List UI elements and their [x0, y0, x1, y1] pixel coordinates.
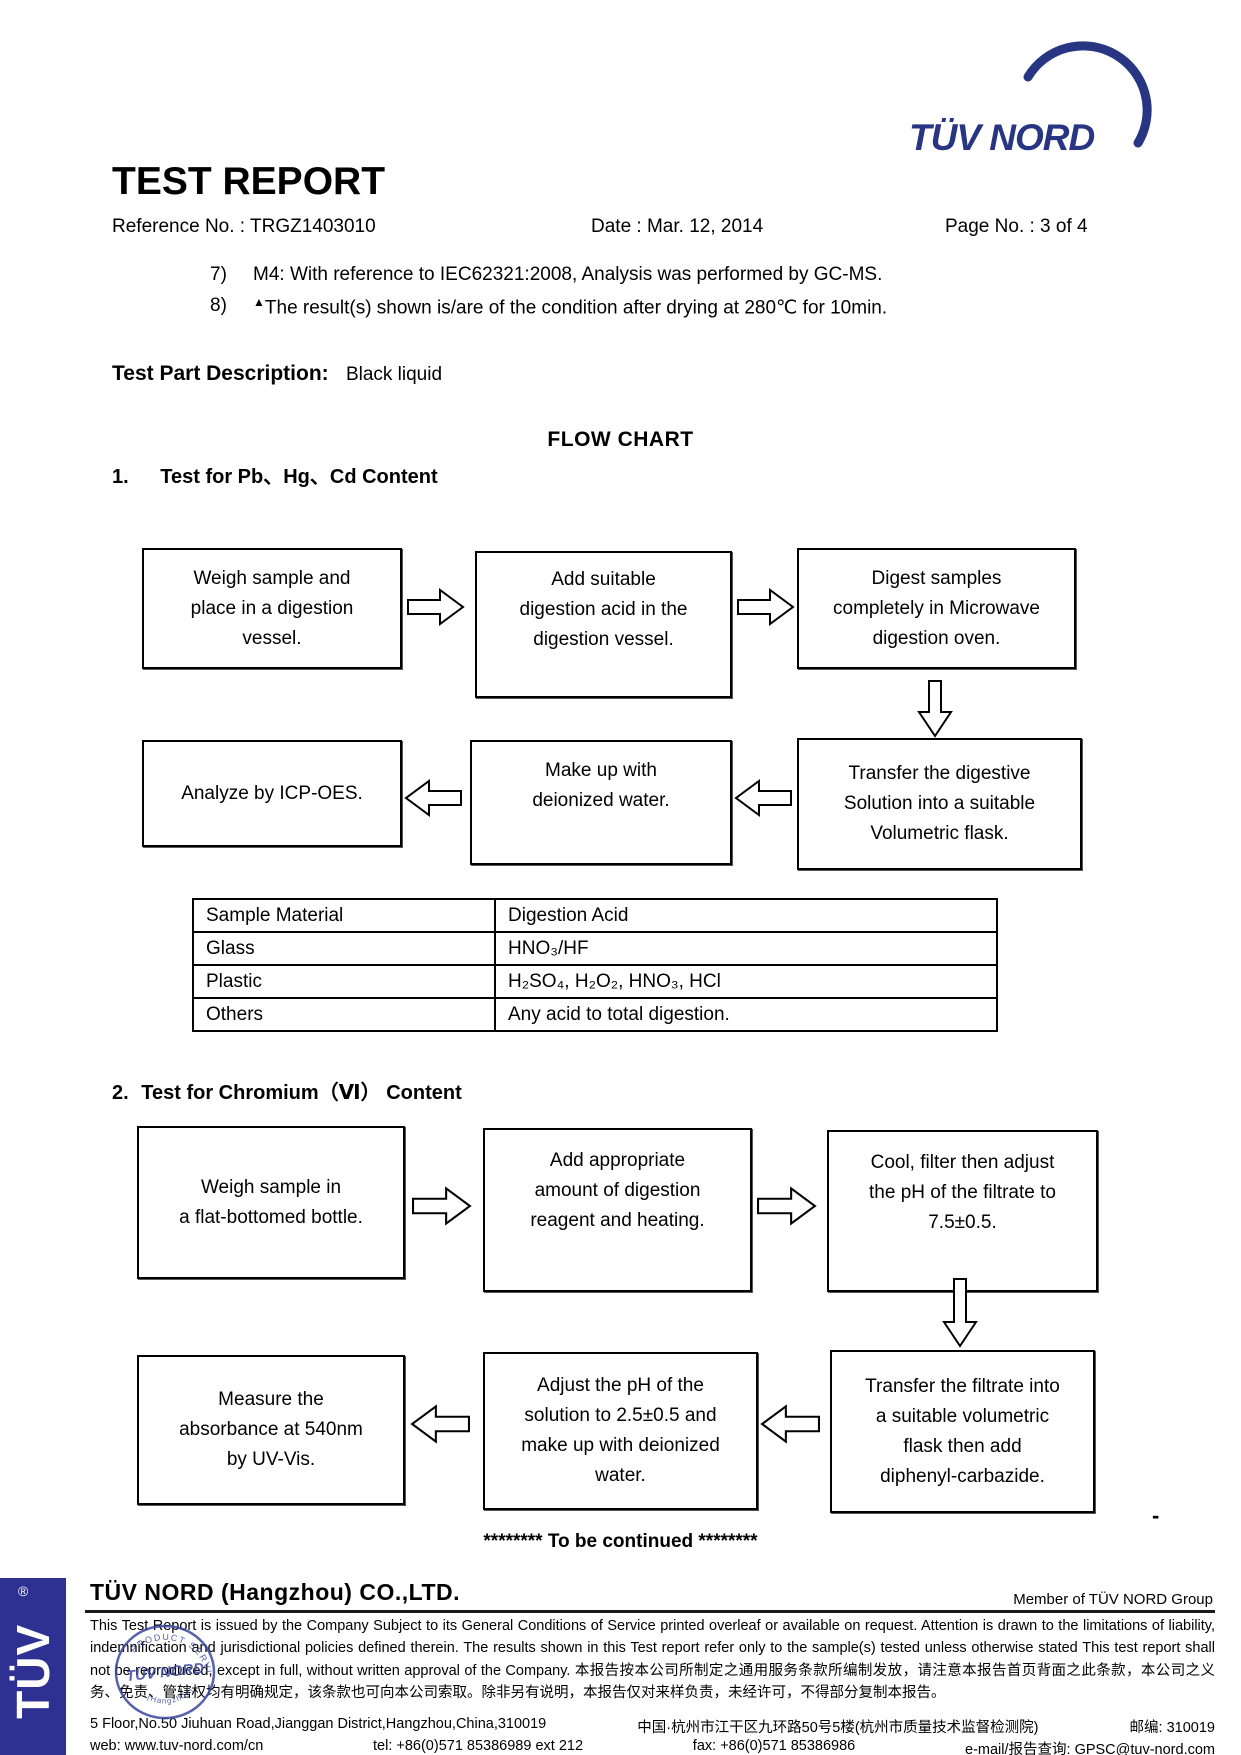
digestion-acid-table: Sample Material Digestion Acid Glass HNO…: [192, 898, 998, 1032]
tuv-vertical-text: TÜV: [7, 1623, 59, 1719]
arrow-left-icon: [760, 1404, 820, 1444]
section1-title: Test for Pb、Hg、Cd Content: [160, 466, 438, 488]
logo-arc-icon: [1023, 41, 1152, 148]
table-header-row: Sample Material Digestion Acid: [192, 898, 998, 933]
address-row: 5 Floor,No.50 Jiuhuan Road,Jianggan Dist…: [90, 1716, 1215, 1737]
note-text: The result(s) shown is/are of the condit…: [264, 297, 888, 319]
tuv-nord-logo: TÜV NORD: [909, 41, 1152, 158]
table-cell: Glass: [192, 931, 496, 966]
legal-text: This Test Report is issued by the Compan…: [90, 1618, 1215, 1701]
contact-row: web: www.tuv-nord.com/cn tel: +86(0)571 …: [90, 1738, 1215, 1755]
table-row: Glass HNO₃/HF: [192, 931, 998, 966]
page-dash: -: [1152, 1503, 1160, 1528]
triangle-marker-icon: ▲: [253, 295, 265, 309]
flow-chart-title: FLOW CHART: [547, 428, 694, 451]
note-number: 8): [210, 295, 227, 316]
arrow-down-icon: [942, 1278, 978, 1348]
flow-box: Transfer the filtrate into a suitable vo…: [830, 1350, 1095, 1513]
fax: fax: +86(0)571 85386986: [692, 1738, 856, 1754]
flow-box: Cool, filter then adjust the pH of the f…: [827, 1130, 1098, 1292]
flow-box: Weigh sample in a flat-bottomed bottle.: [137, 1126, 405, 1279]
arrow-left-icon: [734, 779, 792, 817]
address-english: 5 Floor,No.50 Jiuhuan Road,Jianggan Dist…: [90, 1716, 547, 1732]
arrow-right-icon: [737, 588, 795, 626]
page-number: Page No. : 3 of 4: [945, 216, 1088, 237]
table-cell: Others: [192, 997, 496, 1032]
page-title: TEST REPORT: [112, 160, 386, 203]
table-cell: HNO₃/HF: [494, 931, 998, 966]
section2-number: 2.: [112, 1082, 129, 1104]
section1-heading: 1. Test for Pb、Hg、Cd Content: [112, 460, 438, 489]
flow-box: Weigh sample and place in a digestion ve…: [142, 548, 402, 669]
flow-box: Add appropriate amount of digestion reag…: [483, 1128, 752, 1292]
note-text: M4: With reference to IEC62321:2008, Ana…: [253, 264, 883, 285]
member-note: Member of TÜV NORD Group: [1013, 1591, 1213, 1608]
table-row: Plastic H₂SO₄, H₂O₂, HNO₃, HCl: [192, 964, 998, 999]
table-header-cell: Sample Material: [192, 898, 496, 933]
stamp-ring-bottom-text: (Hangzhou): [146, 1685, 194, 1705]
company-stamp: PRODUCT SERVICE (Hangzhou) TÜV NORD: [108, 1620, 216, 1720]
flow-box: Add suitable digestion acid in the diges…: [475, 551, 732, 698]
to-be-continued: ******** To be continued ********: [483, 1531, 758, 1552]
flow-box: Adjust the pH of the solution to 2.5±0.5…: [483, 1352, 758, 1510]
reference-number: Reference No. : TRGZ1403010: [112, 216, 376, 237]
address-chinese: 中国·杭州市江干区九环路50号5楼(杭州市质量技术监督检测院): [637, 1720, 1039, 1736]
test-part-value: Black liquid: [345, 364, 443, 385]
arrow-left-icon: [404, 779, 462, 817]
flow-box: Digest samples completely in Microwave d…: [797, 548, 1076, 669]
arrow-down-icon: [917, 680, 953, 738]
arrow-right-icon: [407, 588, 465, 626]
table-header-cell: Digestion Acid: [494, 898, 998, 933]
email: e-mail/报告查询: GPSC@tuv-nord.com: [965, 1742, 1215, 1755]
telephone: tel: +86(0)571 85386989 ext 212: [373, 1738, 584, 1754]
tuv-side-logo: ® TÜV: [0, 1578, 66, 1755]
flow-box: Transfer the digestive Solution into a s…: [797, 738, 1082, 870]
svg-text:(Hangzhou): (Hangzhou): [146, 1685, 195, 1705]
test-part-description: Test Part Description: Black liquid: [112, 362, 442, 386]
section1-number: 1.: [112, 466, 129, 488]
arrow-right-icon: [757, 1186, 817, 1226]
table-cell: H₂SO₄, H₂O₂, HNO₃, HCl: [494, 964, 998, 999]
section2-title: Test for Chromium（Ⅵ） Content: [141, 1082, 462, 1104]
footer-divider: [85, 1610, 1215, 1613]
stamp-center-text: TÜV NORD: [125, 1660, 205, 1685]
arrow-left-icon: [410, 1404, 470, 1444]
flow-box: Analyze by ICP-OES.: [142, 740, 402, 847]
postal-code: 邮编: 310019: [1129, 1720, 1215, 1736]
registered-icon: ®: [18, 1583, 29, 1599]
company-name: TÜV NORD (Hangzhou) CO.,LTD.: [90, 1579, 461, 1605]
report-date: Date : Mar. 12, 2014: [591, 216, 764, 237]
note-number: 7): [210, 264, 227, 285]
section2-heading: 2. Test for Chromium（Ⅵ） Content: [112, 1076, 462, 1105]
logo-text: TÜV NORD: [909, 117, 1095, 158]
flow-box: Measure the absorbance at 540nm by UV-Vi…: [137, 1355, 405, 1505]
website: web: www.tuv-nord.com/cn: [90, 1738, 264, 1754]
table-cell: Any acid to total digestion.: [494, 997, 998, 1032]
test-part-label: Test Part Description:: [112, 362, 329, 385]
table-row: Others Any acid to total digestion.: [192, 997, 998, 1032]
arrow-right-icon: [412, 1186, 472, 1226]
flow-box: Make up with deionized water.: [470, 740, 732, 865]
table-cell: Plastic: [192, 964, 496, 999]
